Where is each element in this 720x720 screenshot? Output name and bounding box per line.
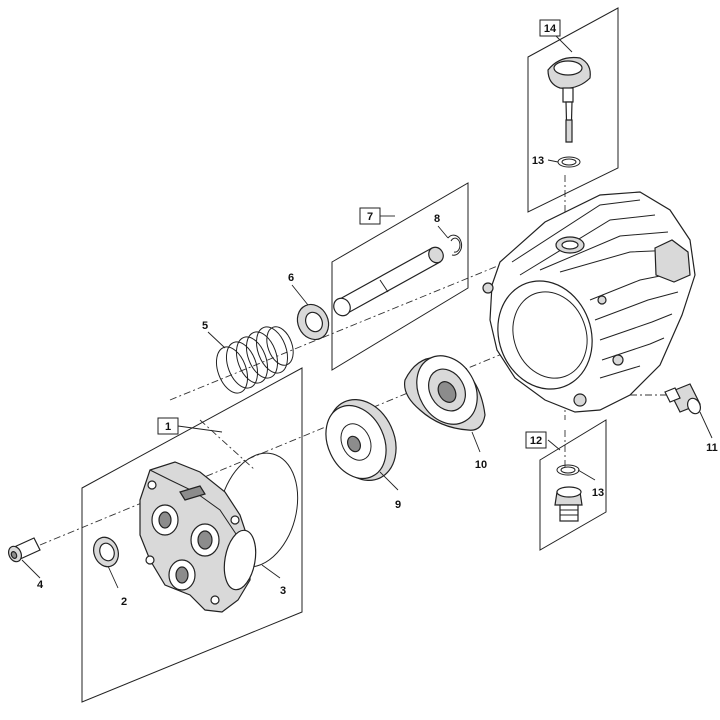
part-9-wobble-plate [325, 399, 397, 481]
callout-6: 6 [288, 272, 294, 284]
part-8-snap-ring [447, 234, 463, 256]
svg-text:14: 14 [544, 23, 557, 35]
part-13-o-ring-lower [556, 464, 580, 476]
part-12-drain-plug [554, 486, 583, 522]
part-14-oil-cap [547, 56, 591, 168]
callout-7: 7 [359, 207, 381, 225]
callout-5: 5 [202, 320, 208, 332]
svg-text:7: 7 [367, 211, 373, 223]
svg-text:3: 3 [280, 585, 286, 597]
callout-12: 12 [525, 431, 547, 449]
part-11-fitting [664, 383, 702, 415]
callout-13-upper: 13 [532, 155, 544, 167]
svg-text:10: 10 [475, 459, 487, 471]
part-6-washer [296, 303, 330, 341]
svg-text:13: 13 [592, 487, 604, 499]
svg-text:8: 8 [434, 213, 440, 225]
pump-head-manifold [139, 461, 257, 613]
part-4-bolt [7, 537, 41, 563]
svg-text:9: 9 [395, 499, 401, 511]
callout-8: 8 [434, 213, 440, 225]
pump-housing [482, 191, 696, 413]
callout-2: 2 [121, 596, 127, 608]
callout-14: 14 [539, 19, 561, 37]
group-box-7 [331, 182, 469, 371]
leader-lines [21, 35, 713, 589]
callout-13-lower: 13 [592, 487, 604, 499]
svg-text:6: 6 [288, 272, 294, 284]
part-10-swash-plate [403, 355, 486, 431]
callout-11: 11 [706, 442, 718, 454]
svg-text:13: 13 [532, 155, 544, 167]
callout-4: 4 [37, 579, 44, 591]
svg-text:11: 11 [706, 442, 718, 454]
svg-text:2: 2 [121, 596, 127, 608]
part-5-spring [215, 326, 294, 394]
group-box-12 [539, 419, 607, 551]
svg-text:4: 4 [37, 579, 44, 591]
callout-10: 10 [475, 459, 487, 471]
part-7-piston [333, 246, 444, 317]
callout-9: 9 [395, 499, 401, 511]
group-box-14 [527, 7, 619, 213]
callout-1: 1 [157, 417, 179, 435]
part-2-seal [93, 536, 119, 568]
svg-text:12: 12 [530, 435, 542, 447]
svg-text:1: 1 [165, 421, 171, 433]
group-box-1 [81, 367, 303, 703]
svg-text:5: 5 [202, 320, 208, 332]
callout-3: 3 [280, 585, 286, 597]
